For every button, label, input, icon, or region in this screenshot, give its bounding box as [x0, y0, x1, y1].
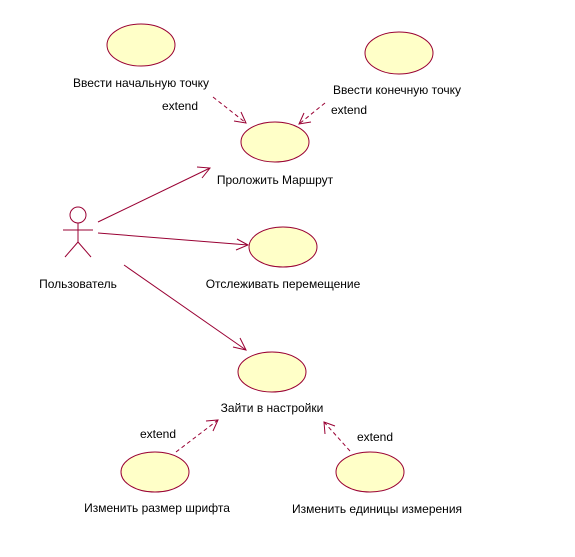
use-case-change-font-size[interactable]	[120, 451, 190, 493]
arrowhead-icon	[196, 166, 211, 179]
extend-font-to-settings[interactable]	[175, 419, 219, 453]
extend-end-to-route[interactable]	[298, 102, 326, 125]
association-plot-route[interactable]	[97, 166, 211, 223]
use-case-track-movement[interactable]	[248, 226, 318, 268]
arrowhead-icon	[205, 419, 219, 432]
arrowhead-icon	[232, 337, 247, 351]
use-case-label-track-movement: Отслеживать перемещение	[206, 277, 361, 291]
use-case-label-enter-start-point: Ввести начальную точку	[73, 76, 209, 90]
use-case-label-open-settings: Зайти в настройки	[221, 401, 324, 415]
association-track-movement[interactable]	[97, 232, 250, 251]
use-case-label-change-font-size: Изменить размер шрифта	[84, 501, 230, 515]
actor-icon[interactable]	[63, 206, 93, 258]
arrowhead-icon	[323, 421, 336, 435]
arrowhead-icon	[235, 238, 250, 251]
extend-units-to-settings[interactable]	[323, 421, 351, 452]
extend-label-start: extend	[162, 99, 198, 113]
actor-right-leg	[77, 241, 92, 258]
extend-label-units: extend	[357, 430, 393, 444]
use-case-enter-start-point[interactable]	[106, 23, 176, 67]
use-case-label-enter-end-point: Ввести конечную точку	[333, 83, 461, 97]
actor-head	[69, 206, 87, 224]
use-case-change-units[interactable]	[335, 451, 405, 493]
extend-start-to-route[interactable]	[212, 96, 247, 124]
arrowhead-icon	[233, 111, 247, 124]
actor-label: Пользователь	[39, 277, 117, 291]
use-case-enter-end-point[interactable]	[364, 31, 434, 75]
use-case-open-settings[interactable]	[237, 351, 307, 393]
extend-label-font: extend	[140, 427, 176, 441]
use-case-plot-route[interactable]	[240, 121, 310, 163]
arrowhead-icon	[298, 112, 312, 125]
extend-label-end: extend	[331, 103, 367, 117]
use-case-label-change-units: Изменить единицы измерения	[292, 502, 462, 516]
use-case-label-plot-route: Проложить Маршрут	[217, 173, 334, 187]
actor-left-leg	[64, 241, 79, 258]
association-open-settings[interactable]	[123, 264, 247, 351]
